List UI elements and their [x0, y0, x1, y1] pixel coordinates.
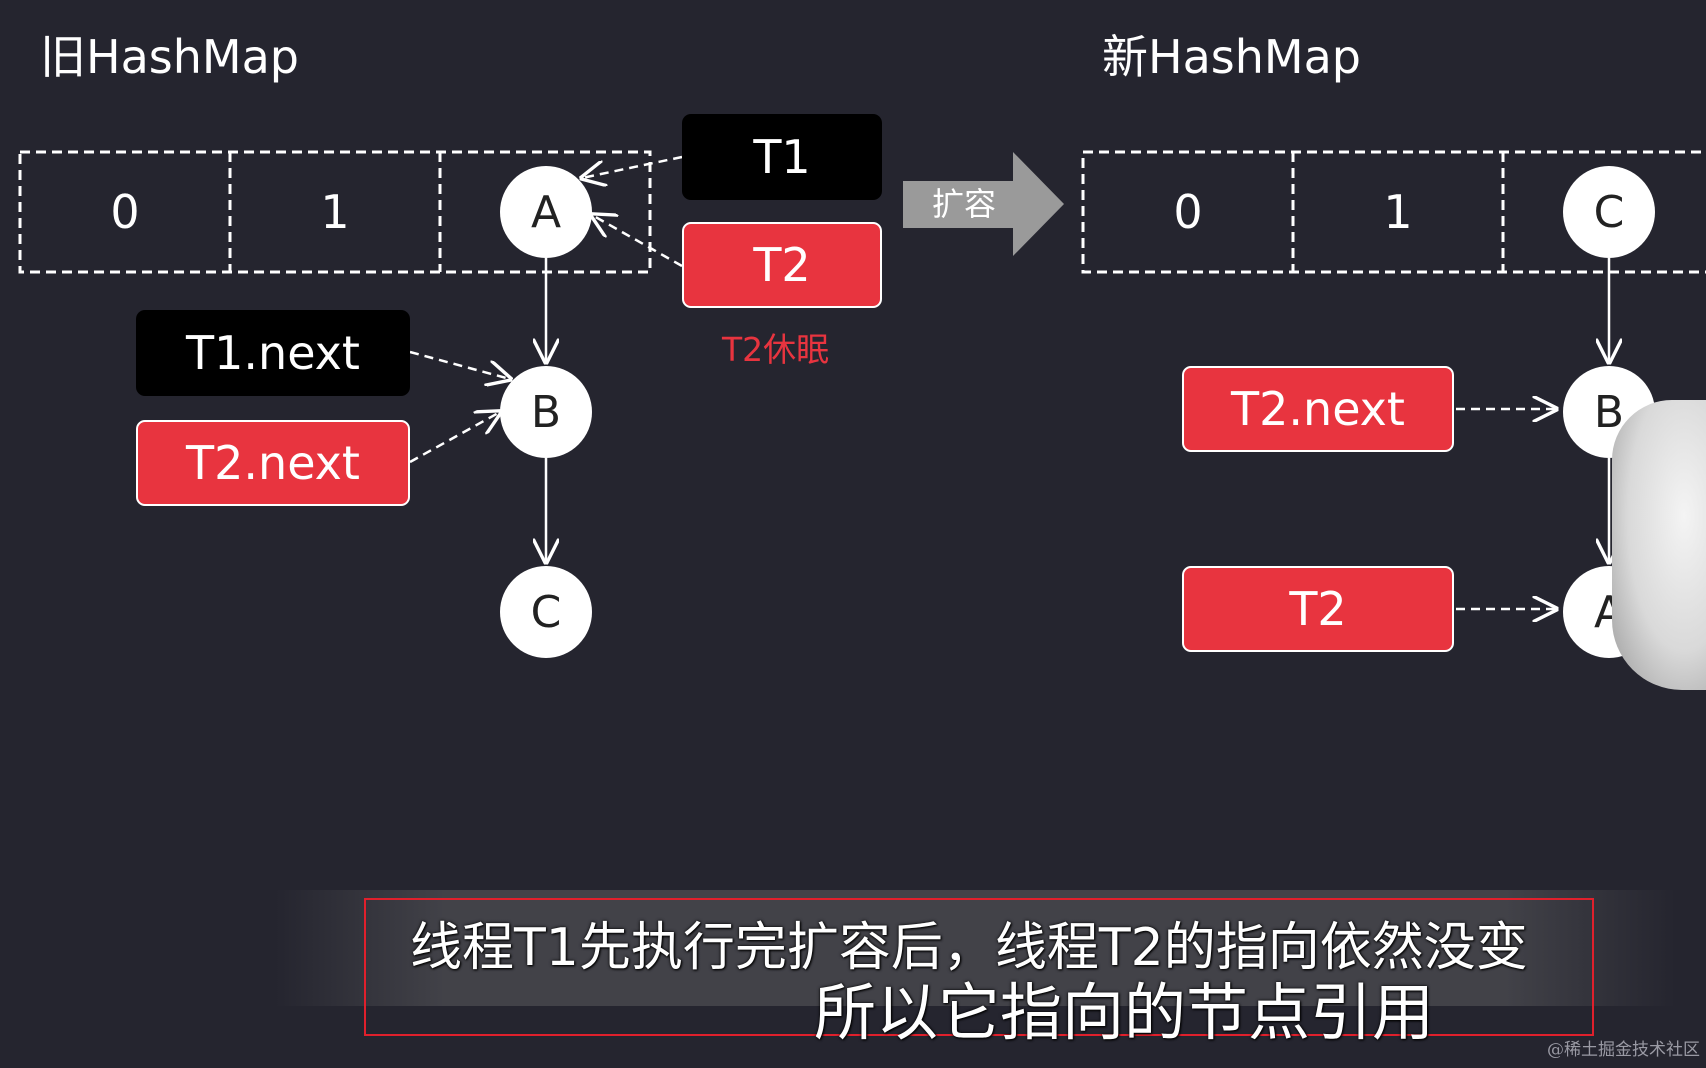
t2-next-pill: T2.next	[136, 420, 410, 506]
old-node-c: C	[500, 566, 592, 658]
old-slot-0: 0	[110, 185, 140, 239]
expand-label: 扩容	[932, 185, 997, 223]
subtitle-background	[275, 890, 1675, 1006]
t2next-to-b-arrow	[409, 412, 500, 464]
old-node-b: B	[500, 366, 592, 458]
t1-pill: T1	[682, 114, 882, 200]
t2-to-a-arrow	[592, 215, 683, 268]
t1-next-pill: T1.next	[136, 310, 410, 396]
new-t2-next-pill: T2.next	[1182, 366, 1454, 452]
new-hashmap-title: 新HashMap	[1102, 30, 1361, 84]
new-table	[1081, 150, 1706, 274]
new-t2-pill: T2	[1182, 566, 1454, 652]
t1-to-a-arrow	[582, 155, 683, 178]
subtitle-line-1: 线程T1先执行完扩容后，线程T2的指向依然没变	[410, 918, 1528, 978]
subtitle-line-2: 所以它指向的节点引用	[814, 976, 1435, 1049]
subtitle-frame	[364, 898, 1594, 1036]
new-node-c: C	[1563, 166, 1655, 258]
presenter-figure	[1612, 400, 1706, 690]
old-table	[18, 150, 652, 274]
watermark: @稀土掘金技术社区	[1547, 1040, 1700, 1060]
t2-pill: T2	[682, 222, 882, 308]
t1next-to-b-arrow	[409, 350, 510, 379]
old-slot-1: 1	[320, 185, 350, 239]
new-slot-0: 0	[1173, 185, 1203, 239]
t2-sleep-label: T2休眠	[722, 330, 830, 369]
new-slot-1: 1	[1383, 185, 1413, 239]
old-hashmap-title: 旧HashMap	[40, 30, 299, 84]
old-node-a: A	[500, 166, 592, 258]
expand-arrow-icon	[903, 152, 1064, 256]
